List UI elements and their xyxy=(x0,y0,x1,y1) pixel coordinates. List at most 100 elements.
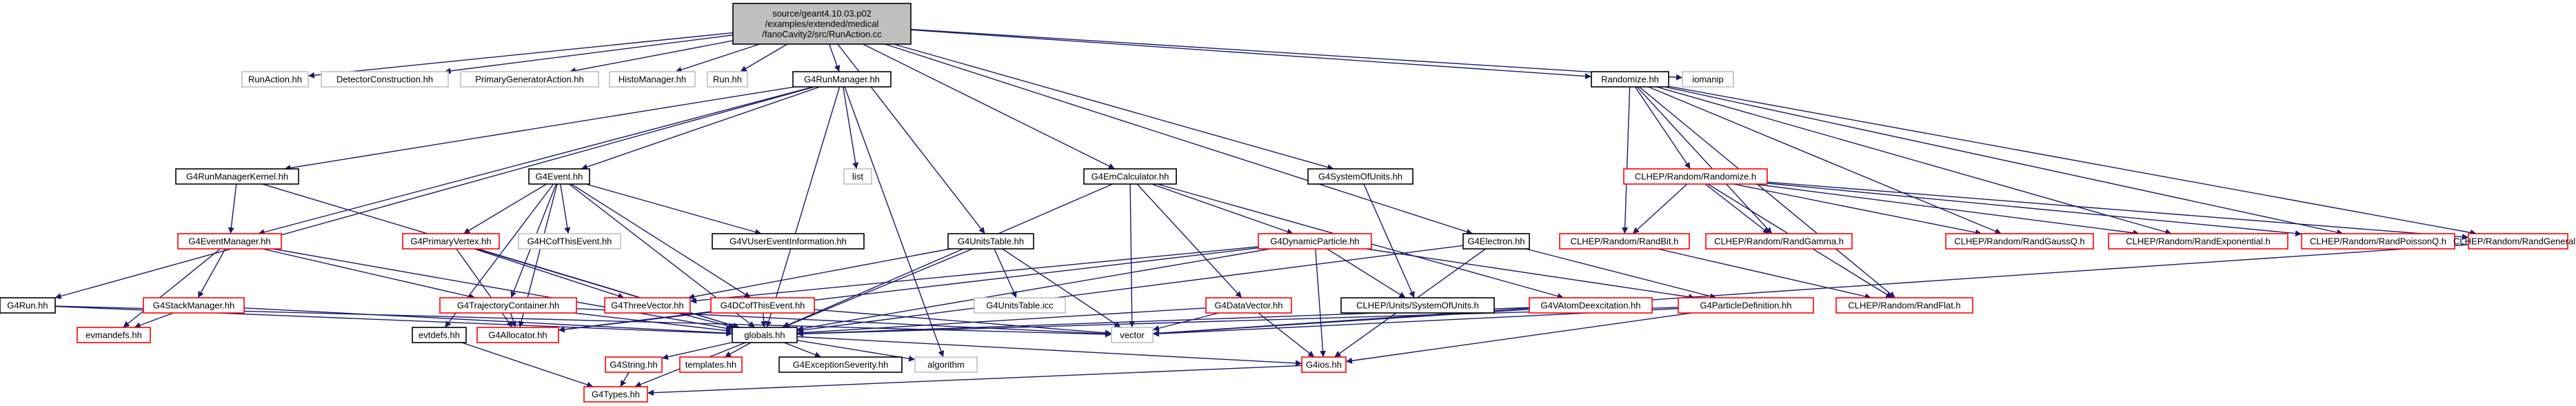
node-G4RunManagerKernel[interactable]: G4RunManagerKernel.hh xyxy=(175,168,299,185)
edge-RandGeneral-to-vector xyxy=(1152,244,2469,336)
node-evmandefs[interactable]: evmandefs.hh xyxy=(77,327,151,343)
edge-G4RunManager-to-globals xyxy=(765,86,841,328)
node-evtdefs[interactable]: evtdefs.hh xyxy=(412,327,467,343)
edge-globals-to-G4String xyxy=(661,341,733,361)
node-G4DCofThisEvent[interactable]: G4DCofThisEvent.hh xyxy=(710,297,815,314)
edge-root-to-Randomize xyxy=(910,29,1592,80)
edge-Randomize-to-RandExponential xyxy=(1656,86,2172,235)
node-globals[interactable]: globals.hh xyxy=(732,327,798,343)
node-G4ParticleDefinition[interactable]: G4ParticleDefinition.hh xyxy=(1678,297,1814,314)
node-label: DetectorConstruction.hh xyxy=(336,74,433,85)
node-G4ThreeVector[interactable]: G4ThreeVector.hh xyxy=(604,297,691,314)
node-box xyxy=(77,327,151,343)
node-Randomize[interactable]: Randomize.hh xyxy=(1591,71,1669,88)
edge-G4Event-to-G4VUserEventInformation xyxy=(585,183,762,235)
edge-G4ios-to-G4Types xyxy=(647,365,1302,396)
edge-G4DCofThisEvent-to-vector xyxy=(814,309,1112,336)
node-G4EventManager[interactable]: G4EventManager.hh xyxy=(177,233,282,250)
node-G4ios[interactable]: G4ios.hh xyxy=(1301,356,1347,373)
edge-G4DynamicParticle-to-G4Allocator xyxy=(558,247,1259,333)
edge-ClhepRandomize-to-RandGamma xyxy=(1704,183,1770,234)
edge-globals-to-algorithm xyxy=(796,339,916,362)
node-box xyxy=(1301,356,1347,373)
node-label: iomanip xyxy=(1692,74,1724,85)
node-RandBit[interactable]: CLHEP/Random/RandBit.h xyxy=(1559,233,1690,250)
edge-root-to-Run xyxy=(740,43,788,72)
node-label: G4EmCalculator.hh xyxy=(1091,172,1169,182)
node-label: G4String.hh xyxy=(610,360,657,370)
edge-G4UnitsTable-to-G4ThreeVector xyxy=(687,248,951,300)
node-G4TrajectoryContainer[interactable]: G4TrajectoryContainer.hh xyxy=(439,297,577,314)
node-box xyxy=(707,71,748,88)
edge-root-to-PrimaryGeneratorAction xyxy=(569,40,734,74)
node-label: G4Allocator.hh xyxy=(488,330,547,341)
node-box xyxy=(710,297,815,314)
node-G4PrimaryVertex[interactable]: G4PrimaryVertex.hh xyxy=(402,233,500,250)
node-box xyxy=(604,297,691,314)
edge-root-to-DetectorConstruction xyxy=(444,34,734,74)
node-ClhepRandomize[interactable]: CLHEP/Random/Randomize.h xyxy=(1623,168,1768,185)
node-G4SystemOfUnits[interactable]: G4SystemOfUnits.hh xyxy=(1307,168,1413,185)
node-G4ExceptionSeverity[interactable]: G4ExceptionSeverity.hh xyxy=(778,356,903,373)
node-RandGeneral[interactable]: CLHEP/Random/RandGeneral.h xyxy=(2453,233,2576,250)
node-G4Types[interactable]: G4Types.hh xyxy=(583,386,648,403)
node-label: vector xyxy=(1120,330,1145,341)
edge-G4RunManager-to-algorithm xyxy=(844,86,945,358)
node-box xyxy=(679,356,743,373)
node-DetectorConstruction: DetectorConstruction.hh xyxy=(321,71,449,88)
node-RandPoissonQ[interactable]: CLHEP/Random/RandPoissonQ.h xyxy=(2301,233,2455,250)
node-G4Electron[interactable]: G4Electron.hh xyxy=(1462,233,1530,250)
edge-G4EmCalculator-to-vector xyxy=(1129,183,1136,328)
node-G4Run[interactable]: G4Run.hh xyxy=(0,297,56,314)
edge-G4EventManager-to-globals xyxy=(272,248,733,332)
node-box xyxy=(1682,71,1734,88)
node-box xyxy=(1559,233,1690,250)
edge-Randomize-to-RandGaussQ xyxy=(1648,86,2002,234)
node-HistoManager: HistoManager.hh xyxy=(609,71,696,88)
node-RandFlat[interactable]: CLHEP/Random/RandFlat.h xyxy=(1835,297,1973,314)
node-RandExponential[interactable]: CLHEP/Random/RandExponential.h xyxy=(2108,233,2288,250)
edge-Randomize-to-RandFlat xyxy=(1638,86,1896,298)
edge-G4DataVector-to-G4ios xyxy=(1258,312,1315,358)
edge-G4EmCalculator-to-G4DataVector xyxy=(1136,183,1242,298)
node-G4VAtomDeexcitation[interactable]: G4VAtomDeexcitation.hh xyxy=(1529,297,1653,314)
node-G4UnitsTable[interactable]: G4UnitsTable.hh xyxy=(947,233,1034,250)
node-box xyxy=(518,233,621,250)
edge-ClhepRandomize-to-RandGaussQ xyxy=(1733,183,1982,236)
node-G4DynamicParticle[interactable]: G4DynamicParticle.hh xyxy=(1258,233,1372,250)
node-G4Event[interactable]: G4Event.hh xyxy=(528,168,590,185)
node-RandGamma[interactable]: CLHEP/Random/RandGamma.h xyxy=(1705,233,1853,250)
node-RandGaussQ[interactable]: CLHEP/Random/RandGaussQ.h xyxy=(1945,233,2094,250)
node-label: G4ios.hh xyxy=(1306,360,1342,370)
node-G4StackManager[interactable]: G4StackManager.hh xyxy=(143,297,245,314)
edge-G4DynamicParticle-to-G4ios xyxy=(1315,248,1327,358)
node-PrimaryGeneratorAction: PrimaryGeneratorAction.hh xyxy=(460,71,599,88)
node-ClhepSystemOfUnits[interactable]: CLHEP/Units/SystemOfUnits.h xyxy=(1340,297,1495,314)
node-label: algorithm xyxy=(927,360,964,370)
node-box xyxy=(1111,327,1154,343)
node-box xyxy=(1623,168,1768,185)
node-G4DataVector[interactable]: G4DataVector.hh xyxy=(1205,297,1292,314)
node-G4VUserEventInformation[interactable]: G4VUserEventInformation.hh xyxy=(712,233,865,250)
node-templates[interactable]: templates.hh xyxy=(679,356,743,373)
node-G4EmCalculator[interactable]: G4EmCalculator.hh xyxy=(1083,168,1177,185)
node-label: G4UnitsTable.icc xyxy=(986,301,1054,311)
node-G4RunManager[interactable]: G4RunManager.hh xyxy=(792,71,892,88)
node-label: G4DynamicParticle.hh xyxy=(1270,236,1359,247)
edge-Randomize-to-RandBit xyxy=(1622,86,1631,234)
node-box xyxy=(1307,168,1413,185)
edge-G4DataVector-to-globals xyxy=(796,307,1207,336)
node-box xyxy=(1340,297,1495,314)
node-label: CLHEP/Random/RandBit.h xyxy=(1571,236,1679,247)
node-G4String[interactable]: G4String.hh xyxy=(605,356,663,373)
edge-G4EventManager-to-G4TrajectoryContainer xyxy=(262,248,476,300)
node-label: CLHEP/Random/RandGamma.h xyxy=(1714,236,1844,247)
edge-G4UnitsTable-to-vector xyxy=(1002,248,1121,328)
edge-root-to-G4RunManager xyxy=(828,43,841,72)
edge-G4RunManager-to-G4EventManager xyxy=(258,86,814,236)
edge-Randomize-to-ClhepRandomize xyxy=(1634,86,1691,170)
node-root[interactable]: source/geant4.10.03.p02/examples/extende… xyxy=(732,3,912,45)
node-G4Allocator[interactable]: G4Allocator.hh xyxy=(476,327,559,343)
node-label: Run.hh xyxy=(713,74,742,85)
node-box xyxy=(0,297,56,314)
